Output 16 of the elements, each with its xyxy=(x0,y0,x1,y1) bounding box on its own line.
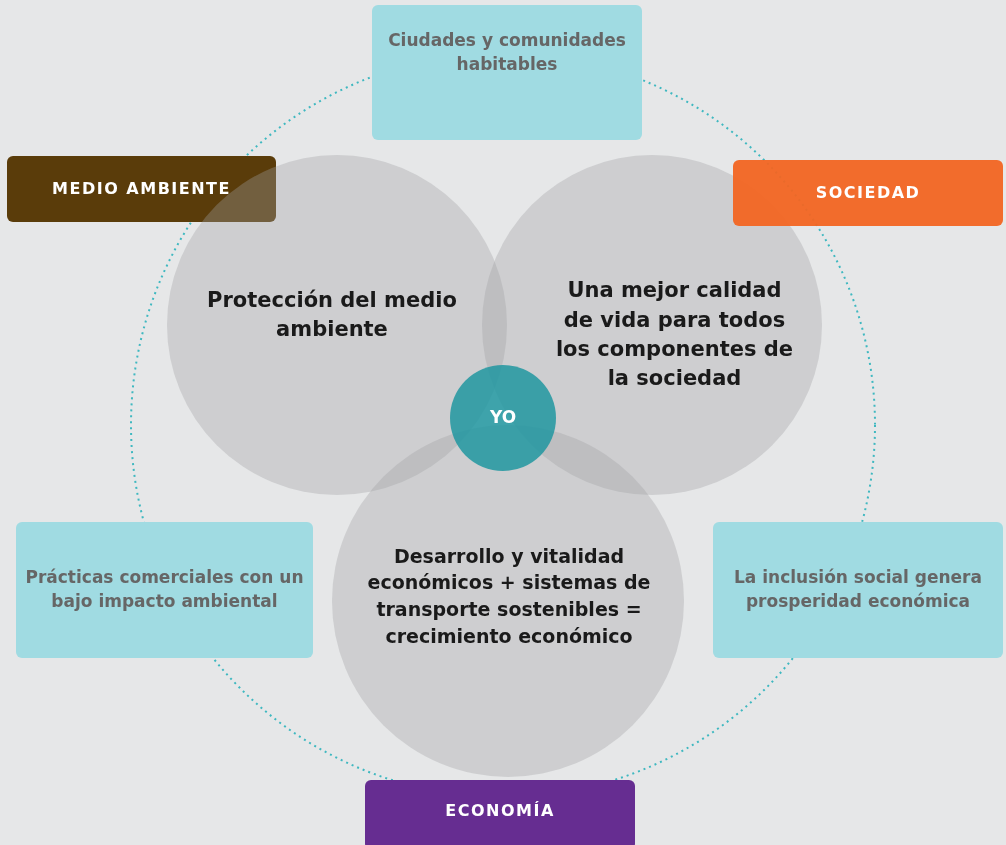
heading-text: SOCIEDAD xyxy=(815,181,921,204)
heading-text: MEDIO AMBIENTE xyxy=(52,177,231,200)
node-text: Ciudades y comunidades habitables xyxy=(387,28,627,76)
heading-band xyxy=(365,780,635,845)
heading-text: ECONOMÍA xyxy=(445,799,555,822)
node-text: Protección del medio ambiente xyxy=(206,286,458,343)
topic-box xyxy=(372,5,642,140)
node-text: Una mejor calidad de vida para todos los componentes de la sociedad xyxy=(554,277,795,393)
heading-band xyxy=(7,156,276,222)
topic-box xyxy=(713,522,1003,658)
node-text: YO xyxy=(489,406,517,430)
topic-box xyxy=(16,522,313,658)
heading-band xyxy=(733,160,1003,226)
node-text: Desarrollo y vitalidad económicos + sistemas de transporte sostenibles = crecimiento económico xyxy=(366,543,652,649)
node-text: La inclusión social genera prosperidad económica xyxy=(733,566,983,613)
node-text: Prácticas comerciales con un bajo impacto ambiental xyxy=(24,566,305,613)
